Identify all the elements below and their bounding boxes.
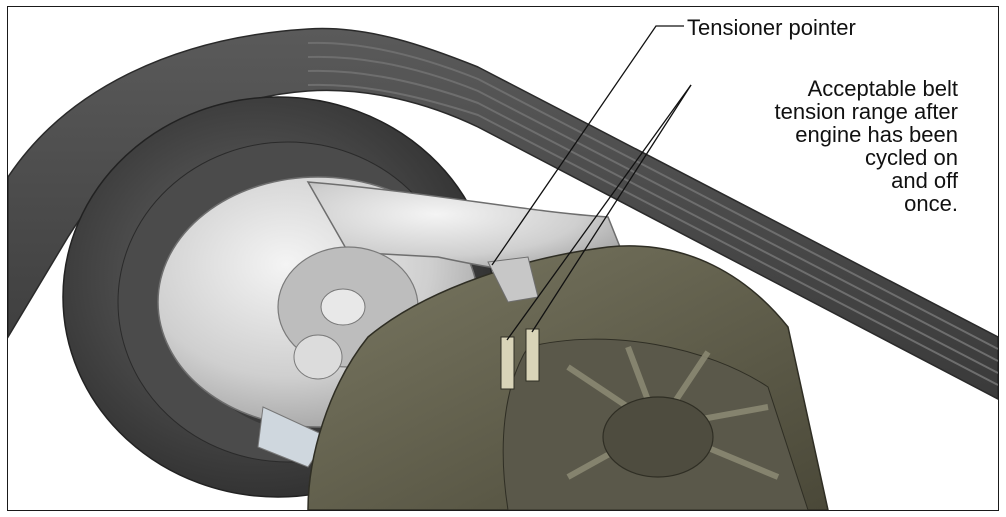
callout-tensioner-pointer: Tensioner pointer (687, 15, 856, 40)
callout-line: cycled on (865, 145, 958, 170)
range-mark-left (500, 336, 515, 390)
callout-tension-range: Acceptable belt tension range after engi… (718, 77, 958, 215)
range-mark-right (525, 328, 540, 382)
callout-line: Acceptable belt (807, 76, 958, 101)
callout-line: once. (904, 191, 958, 216)
callout-line: engine has been (795, 122, 958, 147)
tensioner-housing (307, 245, 829, 510)
belt-tensioner-illustration (8, 25, 998, 510)
leader-range-left (506, 84, 692, 341)
leader-range-right (531, 84, 692, 333)
leader-tensioner-pointer (491, 25, 684, 266)
callout-line: tension range after (774, 99, 958, 124)
leader-lines (491, 25, 692, 341)
diagram-frame: Tensioner pointer Acceptable belt tensio… (7, 6, 999, 511)
callout-line: and off (891, 168, 958, 193)
